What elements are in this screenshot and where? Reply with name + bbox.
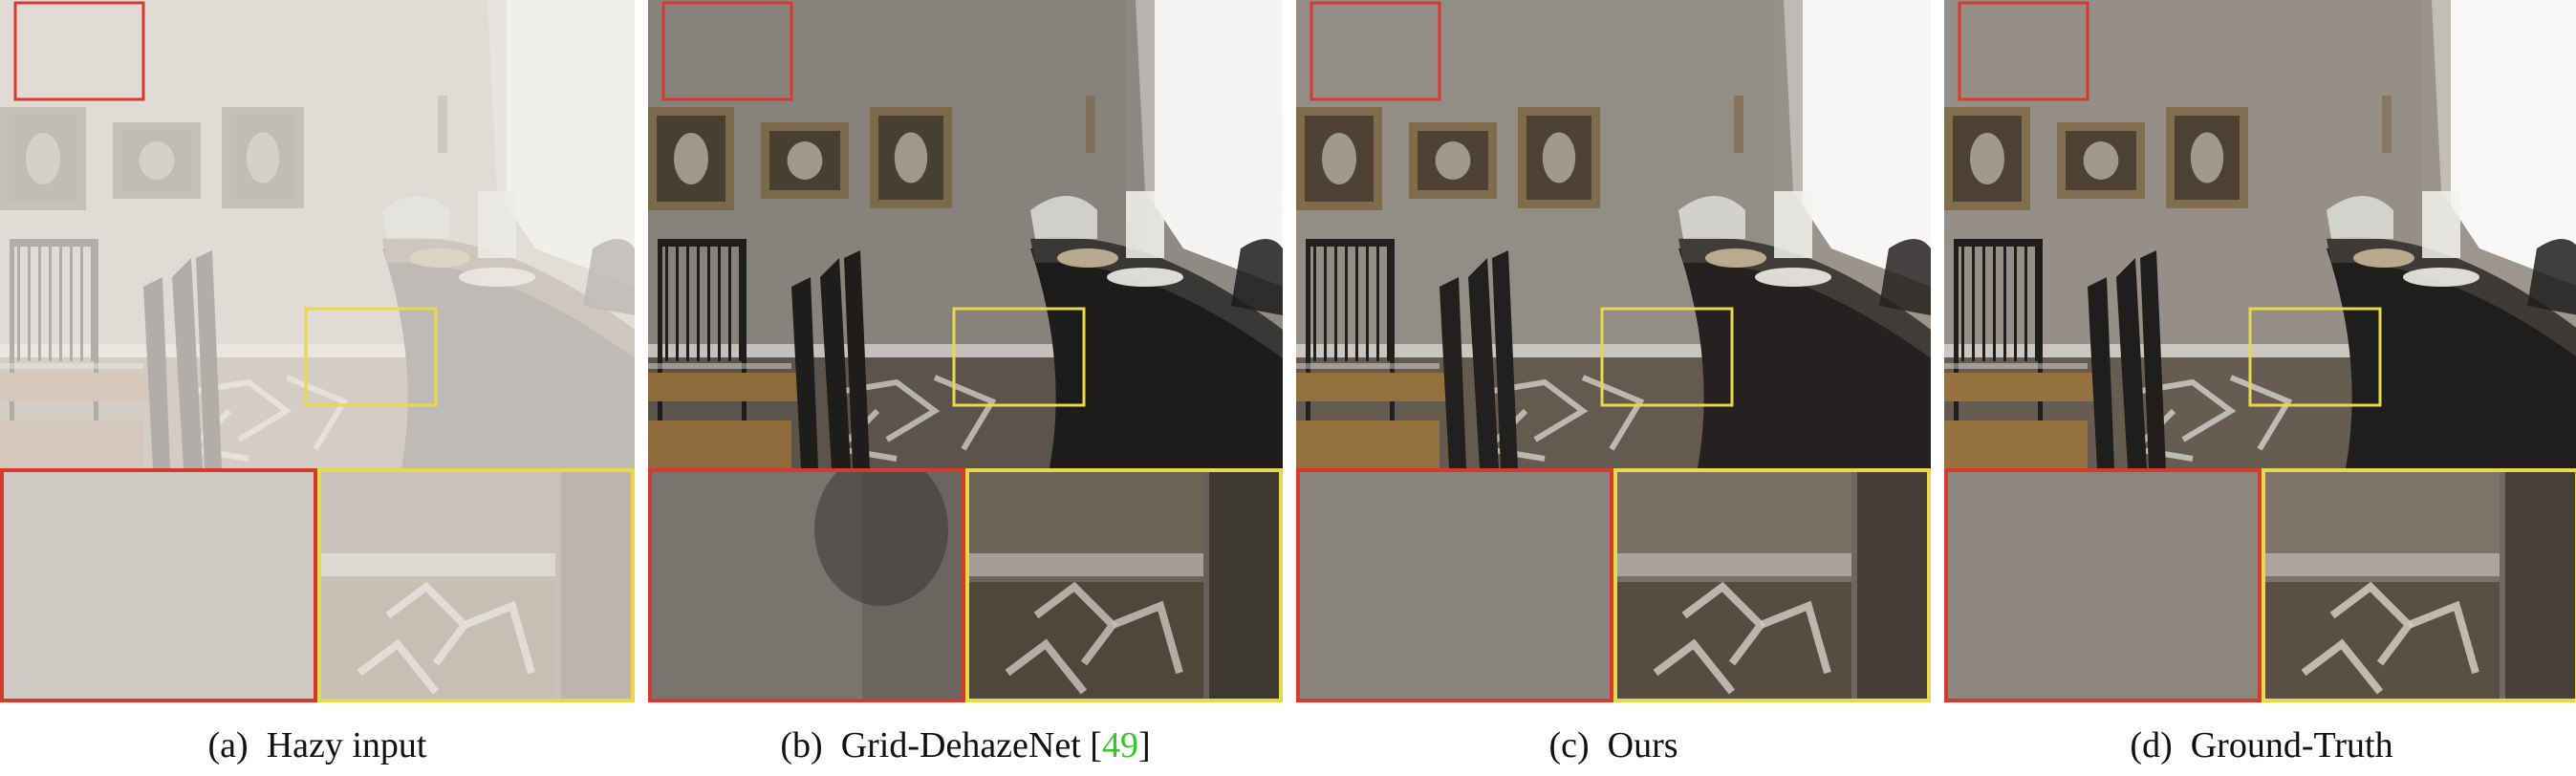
panel-caption: (d) Ground-Truth (1944, 722, 2576, 769)
scene-photo (1296, 0, 1931, 468)
yellow-roi-box (2248, 307, 2382, 407)
zoom-row (648, 468, 1283, 702)
caption-name: Ground-Truth (2190, 725, 2393, 765)
caption-name: Ours (1607, 725, 1678, 765)
panel-caption: (a) Hazy input (0, 722, 635, 769)
caption-label: (b) (780, 725, 823, 765)
yellow-zoom-panel (965, 468, 1283, 702)
red-zoom-panel (0, 468, 317, 702)
red-roi-box (1958, 1, 2089, 101)
panel-caption: (c) Ours (1296, 722, 1931, 769)
citation-bracket: ] (1137, 725, 1151, 765)
red-zoom-panel (1944, 468, 2262, 702)
red-zoom-crop (1300, 472, 1610, 699)
red-roi-box (13, 1, 145, 101)
red-roi-box (661, 1, 793, 101)
yellow-zoom-crop (2265, 472, 2575, 699)
citation-link[interactable]: 49 (1101, 725, 1138, 765)
figure-panel: (b) Grid-DehazeNet [49] (648, 0, 1283, 776)
figure-panel: (a) Hazy input (0, 0, 635, 776)
scene-photo (648, 0, 1283, 468)
scene-image (0, 0, 635, 468)
red-zoom-panel (1296, 468, 1613, 702)
scene-image (648, 0, 1283, 468)
red-zoom-crop (4, 472, 314, 699)
red-zoom-panel (648, 468, 965, 702)
caption-label: (a) (207, 725, 249, 765)
red-zoom-crop (652, 472, 962, 699)
yellow-zoom-panel (1613, 468, 1931, 702)
scene-photo (0, 0, 635, 468)
red-roi-box (1310, 1, 1441, 101)
caption-label: (d) (2130, 725, 2173, 765)
yellow-roi-box (952, 307, 1086, 407)
red-zoom-crop (1948, 472, 2258, 699)
zoom-row (1944, 468, 2576, 702)
caption-label: (c) (1548, 725, 1590, 765)
caption-name: Grid-DehazeNet [ (840, 725, 1102, 765)
figure-panel: (c) Ours (1296, 0, 1931, 776)
yellow-roi-box (304, 307, 438, 407)
yellow-zoom-crop (1617, 472, 1927, 699)
zoom-row (0, 468, 635, 702)
panel-caption: (b) Grid-DehazeNet [49] (648, 722, 1283, 769)
zoom-row (1296, 468, 1931, 702)
yellow-zoom-crop (969, 472, 1279, 699)
yellow-roi-box (1600, 307, 1734, 407)
scene-image (1296, 0, 1931, 468)
yellow-zoom-panel (2262, 468, 2576, 702)
scene-image (1944, 0, 2576, 468)
yellow-zoom-panel (317, 468, 635, 702)
yellow-zoom-crop (321, 472, 631, 699)
caption-name: Hazy input (266, 725, 427, 765)
scene-photo (1944, 0, 2576, 468)
figure-panel: (d) Ground-Truth (1944, 0, 2576, 776)
